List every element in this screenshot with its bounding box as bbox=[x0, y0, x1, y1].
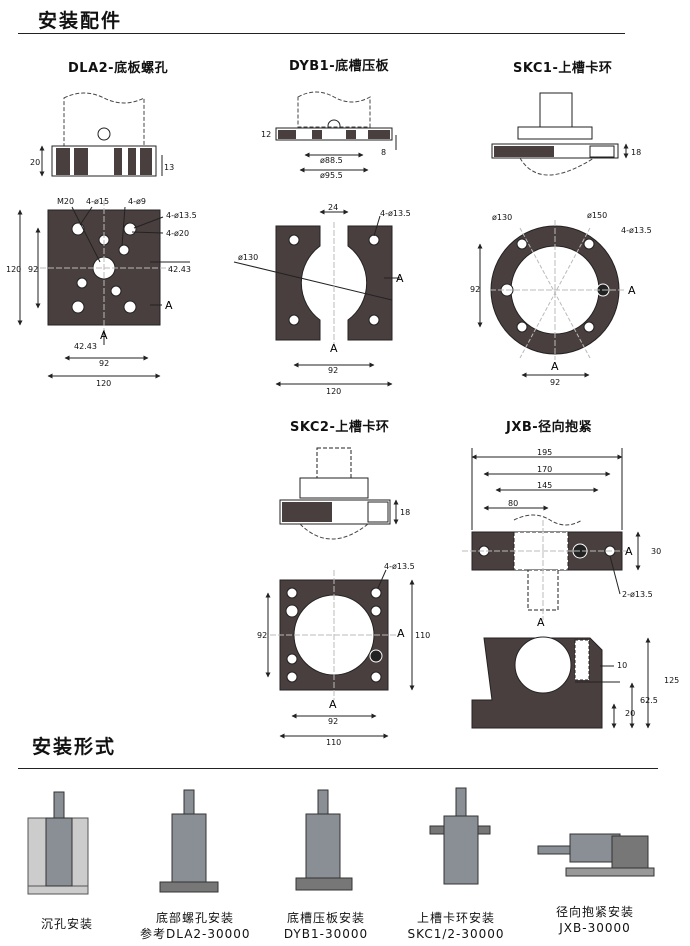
dla2-a-right: A bbox=[165, 299, 173, 312]
dla2-side-h1: 20 bbox=[30, 158, 40, 167]
skc1-dim-left-92: 92 bbox=[470, 285, 480, 294]
form-caption-1-line1: 沉孔安装 bbox=[40, 917, 93, 931]
skc1-dim-d130: ø130 bbox=[492, 213, 512, 222]
dla2-side-h2: 13 bbox=[164, 163, 174, 172]
jxb-side-h62-5: 62.5 bbox=[640, 696, 658, 705]
skc2-a-right: A bbox=[397, 627, 405, 640]
form-illustration-radial bbox=[537, 833, 655, 877]
section-title-forms: 安装形式 bbox=[32, 736, 117, 758]
skc2-dim-bottom-110: 110 bbox=[326, 738, 341, 747]
skc2-dim-bottom-92: 92 bbox=[328, 717, 338, 726]
dyb1-side-d95-5: ø95.5 bbox=[320, 171, 343, 180]
dyb1-side-view bbox=[275, 91, 397, 173]
skc2-side-h18: 18 bbox=[400, 508, 410, 517]
dla2-label-4-13-5: 4-ø13.5 bbox=[166, 211, 197, 220]
section-rule-bottom bbox=[18, 768, 658, 769]
form-caption-3-line1: 底槽压板安装 bbox=[286, 911, 365, 925]
skc2-a-bottom: A bbox=[329, 698, 337, 711]
skc1-a-bottom: A bbox=[551, 360, 559, 373]
jxb-a-bottom: A bbox=[537, 616, 545, 629]
form-caption-5-line1: 径向抱紧安装 bbox=[555, 905, 634, 919]
skc2-dim-right-110: 110 bbox=[415, 631, 430, 640]
part-title-skc2: SKC2-上槽卡环 bbox=[290, 420, 390, 435]
section-title-accessories: 安装配件 bbox=[38, 10, 123, 32]
dyb1-dim-d130: ø130 bbox=[238, 253, 258, 262]
dyb1-side-h12: 12 bbox=[261, 130, 271, 139]
jxb-dim-145: 145 bbox=[537, 481, 552, 490]
form-caption-3-line2: DYB1-30000 bbox=[283, 927, 369, 941]
dla2-a-bottom: A bbox=[100, 329, 108, 342]
dyb1-dim-bottom-92: 92 bbox=[328, 366, 338, 375]
dla2-label-m20: M20 bbox=[57, 197, 74, 206]
form-caption-1: 沉孔安装 bbox=[25, 916, 109, 932]
skc1-dim-4-13-5: 4-ø13.5 bbox=[621, 226, 652, 235]
dla2-dim-42-43-right: 42.43 bbox=[168, 265, 191, 274]
jxb-dim-2-13-5: 2-ø13.5 bbox=[622, 590, 653, 599]
jxb-dim-30: 30 bbox=[651, 547, 661, 556]
skc1-side-view bbox=[491, 92, 629, 176]
form-caption-4: 上槽卡环安装 SKC1/2-30000 bbox=[400, 910, 512, 942]
jxb-side-view bbox=[471, 636, 651, 729]
form-caption-3: 底槽压板安装 DYB1-30000 bbox=[274, 910, 378, 942]
section-rule-top bbox=[18, 33, 625, 34]
dla2-dim-42-43-bottom: 42.43 bbox=[74, 342, 97, 351]
form-illustration-top-groove bbox=[429, 787, 491, 885]
skc1-dim-d150: ø150 bbox=[587, 211, 607, 220]
dla2-plate bbox=[17, 200, 190, 379]
jxb-side-h125: 125 bbox=[664, 676, 679, 685]
dla2-dim-120: 120 bbox=[6, 265, 21, 274]
dyb1-a-bottom: A bbox=[330, 342, 338, 355]
jxb-a-right: A bbox=[625, 545, 633, 558]
skc1-a-right: A bbox=[628, 284, 636, 297]
form-illustration-bottom-thread bbox=[159, 789, 219, 893]
dyb1-dim-bottom-120: 120 bbox=[326, 387, 341, 396]
skc2-dim-left-92: 92 bbox=[257, 631, 267, 640]
dla2-dim-bottom-92: 92 bbox=[99, 359, 109, 368]
form-caption-5-line2: JXB-30000 bbox=[559, 921, 631, 935]
dla2-dim-bottom-120: 120 bbox=[96, 379, 111, 388]
form-illustration-countersunk bbox=[27, 791, 89, 895]
jxb-dim-170: 170 bbox=[537, 465, 552, 474]
skc2-dim-4-13-5: 4-ø13.5 bbox=[384, 562, 415, 571]
jxb-side-h20: 20 bbox=[625, 709, 635, 718]
form-caption-2-line2: 参考DLA2-30000 bbox=[140, 927, 251, 941]
dyb1-side-h8: 8 bbox=[381, 148, 386, 157]
skc2-side-view bbox=[279, 447, 399, 540]
part-title-dyb1: DYB1-底槽压板 bbox=[289, 59, 390, 74]
jxb-side-d10: 10 bbox=[617, 661, 627, 670]
jxb-dim-195: 195 bbox=[537, 448, 552, 457]
part-title-skc1: SKC1-上槽卡环 bbox=[513, 61, 613, 76]
form-caption-2: 底部螺孔安装 参考DLA2-30000 bbox=[140, 910, 250, 942]
dla2-label-4-9: 4-ø9 bbox=[128, 197, 146, 206]
part-title-dla2: DLA2-底板螺孔 bbox=[68, 61, 169, 76]
dyb1-a-right: A bbox=[396, 272, 404, 285]
dyb1-dim-4-13-5: 4-ø13.5 bbox=[380, 209, 411, 218]
form-caption-5: 径向抱紧安装 JXB-30000 bbox=[540, 904, 650, 936]
form-illustration-bottom-groove bbox=[295, 789, 353, 891]
dla2-side-view bbox=[39, 92, 163, 177]
form-caption-4-line1: 上槽卡环安装 bbox=[416, 911, 495, 925]
jxb-top-view bbox=[462, 448, 641, 620]
skc2-plate bbox=[265, 569, 415, 739]
form-caption-2-line1: 底部螺孔安装 bbox=[155, 911, 234, 925]
skc1-side-h18: 18 bbox=[631, 148, 641, 157]
dyb1-plate bbox=[233, 209, 400, 387]
dla2-label-4-15: 4-ø15 bbox=[86, 197, 109, 206]
skc1-ring bbox=[477, 220, 625, 378]
skc1-dim-bottom-92: 92 bbox=[550, 378, 560, 387]
dla2-label-4-20: 4-ø20 bbox=[166, 229, 189, 238]
dyb1-dim-24: 24 bbox=[328, 203, 338, 212]
dla2-dim-92: 92 bbox=[28, 265, 38, 274]
dyb1-side-d88-5: ø88.5 bbox=[320, 156, 343, 165]
form-caption-4-line2: SKC1/2-30000 bbox=[407, 927, 505, 941]
jxb-dim-80: 80 bbox=[508, 499, 518, 508]
part-title-jxb: JXB-径向抱紧 bbox=[506, 420, 593, 435]
